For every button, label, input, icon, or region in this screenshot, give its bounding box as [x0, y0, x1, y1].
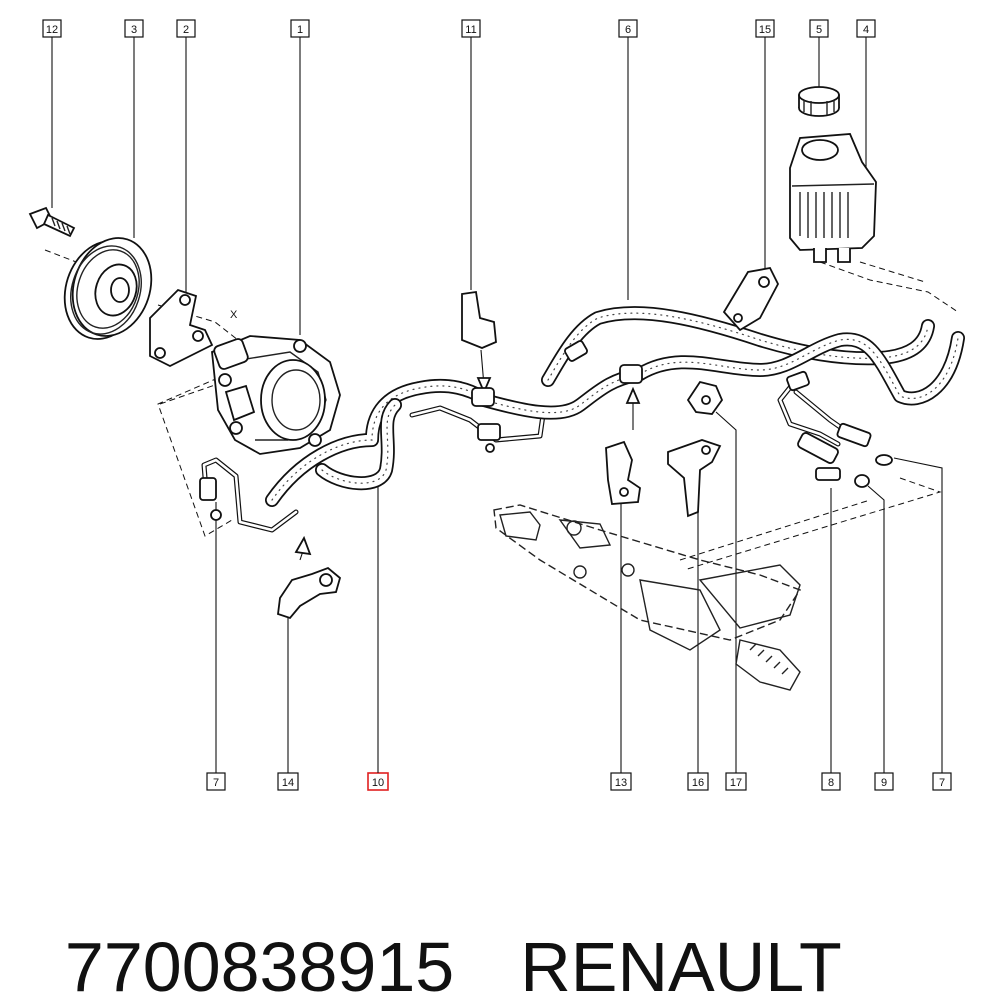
svg-text:9: 9: [881, 777, 887, 789]
bracket-part-2: X: [149, 288, 238, 368]
cap-part-5: [798, 86, 840, 117]
svg-text:3: 3: [131, 24, 137, 36]
callout-6[interactable]: 6: [618, 19, 638, 38]
brand-name: RENAULT: [520, 928, 842, 1006]
svg-text:14: 14: [282, 777, 294, 789]
callout-1[interactable]: 1: [290, 19, 310, 38]
clip-part-14: [277, 535, 342, 620]
svg-text:6: 6: [625, 24, 631, 36]
svg-text:7: 7: [939, 777, 945, 789]
axis-x-label: X: [230, 309, 238, 321]
pipe-part-7-left: [199, 457, 299, 533]
clip-part-15: [722, 266, 780, 332]
callout-4[interactable]: 4: [856, 19, 876, 38]
callout-11[interactable]: 11: [461, 19, 481, 38]
callout-15[interactable]: 15: [755, 19, 775, 38]
callout-16[interactable]: 16: [687, 772, 709, 791]
pulley-part-3: [63, 237, 153, 340]
callout-17[interactable]: 17: [725, 772, 747, 791]
steering-rack: [493, 504, 802, 691]
svg-text:10: 10: [372, 777, 384, 789]
svg-text:4: 4: [863, 24, 869, 36]
svg-text:16: 16: [692, 777, 704, 789]
svg-text:2: 2: [183, 24, 189, 36]
pipe-middle: [409, 405, 547, 453]
callout-14[interactable]: 14: [277, 772, 299, 791]
reservoir-part-4: [789, 133, 877, 263]
part-number: 7700838915: [64, 928, 455, 1006]
pump-part-1: [211, 335, 341, 455]
svg-text:17: 17: [730, 777, 742, 789]
callout-12[interactable]: 12: [42, 19, 62, 38]
leader-lines: [51, 37, 943, 773]
svg-text:13: 13: [615, 777, 627, 789]
svg-text:12: 12: [46, 24, 58, 36]
bracket-part-13: [605, 440, 641, 505]
bolt-part-12: [28, 206, 76, 238]
callout-3[interactable]: 3: [124, 19, 144, 38]
parts-diagram: 12 3 2 1 11 6 15 5 4 7 14 10: [28, 19, 965, 791]
callout-2[interactable]: 2: [176, 19, 196, 38]
fittings-right: [777, 370, 893, 488]
clip-part-17: [686, 380, 724, 415]
svg-text:1: 1: [297, 24, 303, 36]
callout-13[interactable]: 13: [610, 772, 632, 791]
callout-7-left[interactable]: 7: [206, 772, 226, 791]
callout-7-right[interactable]: 7: [932, 772, 952, 791]
svg-text:8: 8: [828, 777, 834, 789]
callout-8[interactable]: 8: [821, 772, 841, 791]
callout-5[interactable]: 5: [809, 19, 829, 38]
callout-10[interactable]: 10: [367, 772, 389, 791]
svg-text:7: 7: [213, 777, 219, 789]
svg-text:15: 15: [759, 24, 771, 36]
hose-part-10: [265, 378, 491, 507]
bracket-part-16: [667, 439, 722, 518]
callout-9[interactable]: 9: [874, 772, 894, 791]
svg-text:5: 5: [816, 24, 822, 36]
clip-part-11: [461, 290, 497, 395]
hose-part-6: [471, 306, 965, 430]
svg-text:11: 11: [465, 24, 476, 36]
